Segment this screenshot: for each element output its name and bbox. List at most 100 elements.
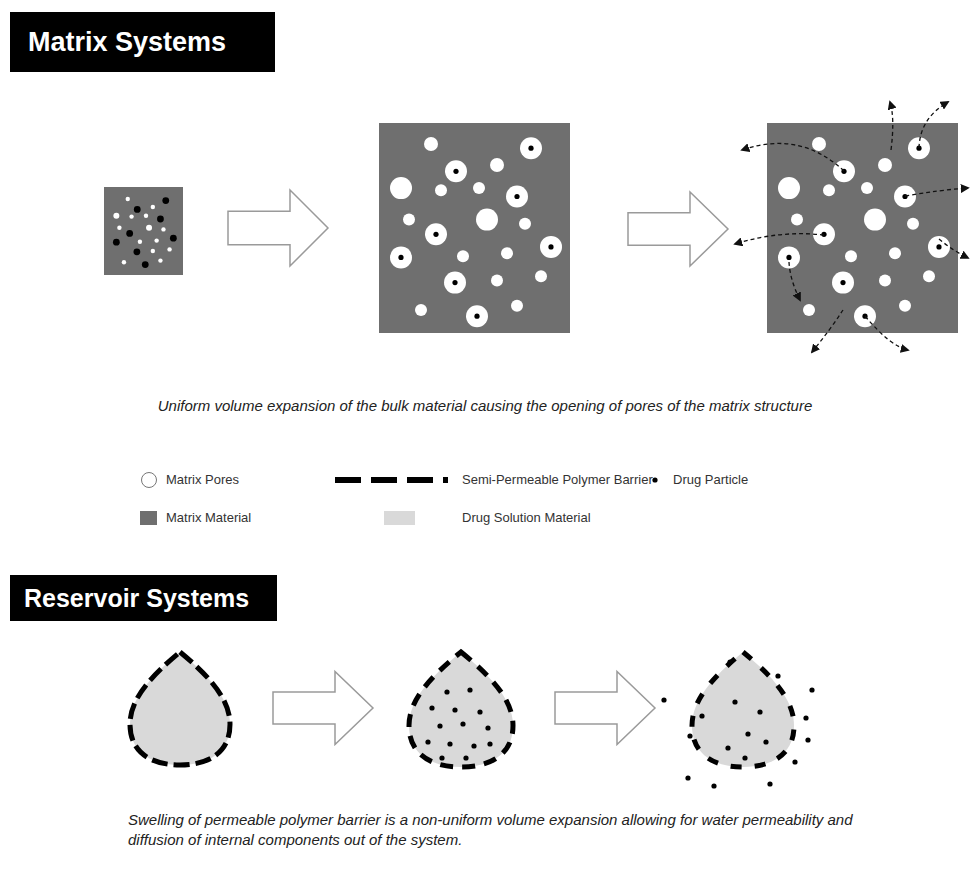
legend-swatch [140, 509, 157, 527]
drug-particle [425, 739, 430, 744]
reservoir-drop [130, 652, 230, 765]
legend-text: Matrix Material [166, 510, 251, 525]
legend-swatch [140, 471, 158, 489]
matrix-block [379, 123, 570, 333]
drug-particle [803, 715, 808, 720]
matrix-pore [415, 304, 427, 316]
matrix-pore [161, 227, 165, 231]
drug-particle [902, 194, 907, 199]
matrix-pore [861, 182, 873, 194]
drug-particle [471, 743, 476, 748]
matrix-pore [146, 225, 152, 231]
matrix-pore [117, 226, 121, 230]
drug-particle [162, 197, 169, 204]
reservoir-drop [692, 652, 794, 767]
drug-particle [447, 741, 452, 746]
matrix-material [767, 123, 958, 333]
matrix-block-compressed [104, 187, 183, 275]
matrix-pore [445, 160, 467, 182]
matrix-pore [151, 205, 155, 209]
legend-text: Matrix Pores [166, 472, 239, 487]
drug-particle [757, 709, 762, 714]
drug-particle [809, 687, 814, 692]
drug-particle [727, 659, 732, 664]
matrix-pore [899, 300, 911, 312]
matrix-pore [879, 275, 891, 287]
block-arrow [228, 190, 328, 266]
matrix-pore [457, 250, 469, 262]
drug-particle [687, 733, 692, 738]
matrix-pore [803, 304, 815, 316]
drug-particle [452, 707, 457, 712]
matrix-pore [390, 177, 412, 199]
matrix-pore [832, 272, 854, 294]
drug-particle [133, 248, 140, 255]
matrix-pore [878, 158, 892, 172]
matrix-pore [122, 260, 126, 264]
matrix-pore [491, 275, 503, 287]
drug-particle [444, 689, 449, 694]
drug-particle [487, 741, 492, 746]
caption-text: Swelling of permeable polymer barrier is… [128, 810, 863, 851]
drug-particle [699, 713, 704, 718]
matrix-block [767, 123, 958, 333]
matrix-pore [894, 186, 916, 208]
drug-particle [157, 216, 164, 223]
matrix-pore [158, 258, 162, 262]
matrix-pore [126, 197, 130, 201]
matrix-pore [506, 186, 528, 208]
swatch-fill [384, 511, 415, 525]
drug-particle [474, 314, 479, 319]
release-arrow [905, 188, 968, 196]
drug-particle [134, 206, 141, 213]
drug-particle [763, 739, 768, 744]
drug-particle [661, 697, 666, 702]
drug-particle [711, 783, 716, 788]
swatch-particle [652, 477, 657, 482]
drug-particle [437, 723, 442, 728]
drug-particle [840, 280, 845, 285]
matrix-pore [864, 209, 886, 231]
drug-particle [745, 731, 750, 736]
matrix-pore [113, 213, 119, 219]
matrix-pore [823, 184, 835, 196]
matrix-material [104, 187, 183, 275]
drug-particle [439, 755, 444, 760]
drug-particle [742, 755, 747, 760]
header-text: Matrix Systems [28, 27, 226, 58]
matrix-pore [791, 214, 803, 226]
release-arrow [742, 143, 844, 171]
matrix-pore [845, 250, 857, 262]
matrix-pore [501, 247, 513, 259]
matrix-pore [167, 247, 171, 251]
drug-particle [767, 781, 772, 786]
drug-particle [463, 755, 468, 760]
reservoir-drop [409, 652, 513, 767]
matrix-pore [424, 137, 438, 151]
drug-particle [126, 230, 133, 237]
drug-particle [433, 232, 438, 237]
legend-swatch [335, 471, 448, 489]
drug-particle [685, 775, 690, 780]
release-arrow [919, 102, 948, 148]
drug-particle [936, 244, 941, 249]
drug-particle [805, 737, 810, 742]
drug-particle [429, 705, 434, 710]
matrix-pore [390, 246, 412, 268]
drug-particle [775, 673, 780, 678]
release-arrow [789, 262, 800, 300]
matrix-pore [490, 158, 504, 172]
matrix-pore [151, 249, 155, 253]
matrix-pore [435, 184, 447, 196]
legend-text: Semi-Permeable Polymer Barrier [462, 472, 653, 487]
matrix-pore [154, 238, 158, 242]
drug-particle [460, 721, 465, 726]
matrix-pore [812, 137, 826, 151]
drug-particle [792, 759, 797, 764]
drug-particle [467, 687, 472, 692]
drug-particle [477, 709, 482, 714]
matrix-pore [425, 223, 447, 245]
matrix-pore [444, 272, 466, 294]
swatch-fill [140, 511, 157, 525]
